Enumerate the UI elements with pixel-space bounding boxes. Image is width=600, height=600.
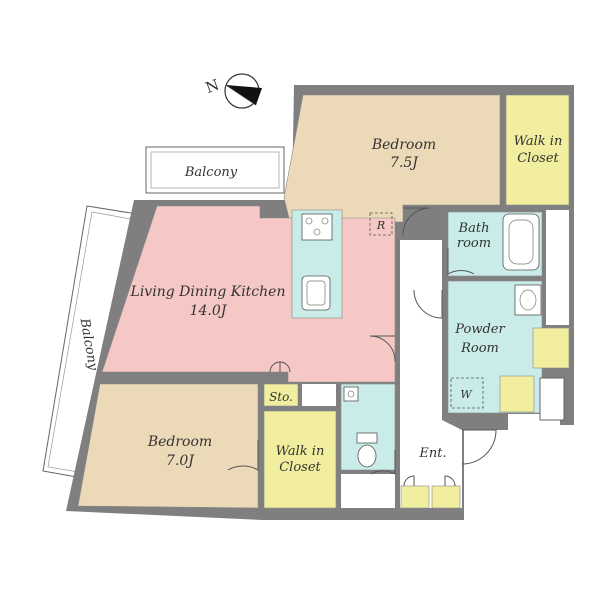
- bedroom-top-floor: [283, 94, 501, 223]
- bathtub-icon: [502, 213, 540, 271]
- ldk-size: 14.0J: [190, 303, 228, 319]
- washer-icon: W: [450, 377, 484, 409]
- balcony-top: Balcony: [145, 146, 285, 194]
- right-strip-floor: [546, 210, 569, 325]
- toilet-icon: [356, 432, 378, 468]
- hand-basin-icon: [343, 386, 359, 402]
- balcony-top-label: Balcony: [184, 165, 238, 180]
- walkin-closet-bottom-label-1: Walk in: [276, 444, 325, 459]
- storage-floor: [263, 383, 299, 407]
- refrigerator-mark: R: [376, 219, 385, 232]
- walkin-closet-top-label-2: Closet: [517, 151, 559, 166]
- shoe-closet-b: [431, 485, 461, 509]
- walkin-closet-top-label-1: Walk in: [514, 134, 563, 149]
- powder-room-label-1: Powder: [454, 322, 505, 337]
- bath-label-1: Bath: [458, 221, 490, 236]
- compass-north-label: N: [203, 76, 221, 97]
- powder-room-label-2: Room: [460, 341, 499, 356]
- walkin-closet-top-floor: [505, 94, 570, 206]
- toilet-lower: [341, 474, 395, 508]
- refrigerator-icon: R: [369, 212, 393, 236]
- bedroom-bottom-label: Bedroom: [147, 434, 212, 450]
- walkin-closet-bottom-floor: [263, 410, 337, 509]
- bedroom-top-label: Bedroom: [371, 137, 436, 153]
- washbasin-icon: [514, 284, 542, 316]
- kitchen-sink-icon: [301, 275, 331, 311]
- walkin-closet-bottom-label-2: Closet: [279, 460, 321, 475]
- closet-right-a: [532, 327, 570, 369]
- bedroom-bottom-size: 7.0J: [166, 453, 195, 469]
- storage-side: [302, 384, 336, 406]
- corridor-floor: [400, 240, 442, 420]
- storage-label: Sto.: [269, 390, 293, 404]
- compass: N: [203, 73, 262, 109]
- bedroom-top-size: 7.5J: [390, 155, 419, 171]
- pipe-space: [539, 377, 565, 421]
- washer-mark: W: [460, 388, 473, 401]
- shoe-closet-a: [400, 485, 430, 509]
- doors: [227, 207, 497, 487]
- balcony-top-floor: [145, 146, 285, 194]
- entrance-label: Ent.: [418, 446, 446, 461]
- ldk-label: Living Dining Kitchen: [130, 284, 286, 300]
- kitchen-stove-icon: [301, 213, 333, 241]
- bedroom-bottom-floor: [77, 383, 259, 509]
- bath-label-2: room: [457, 236, 491, 251]
- north-arrow-icon: [224, 73, 262, 109]
- closet-right-b: [499, 375, 535, 413]
